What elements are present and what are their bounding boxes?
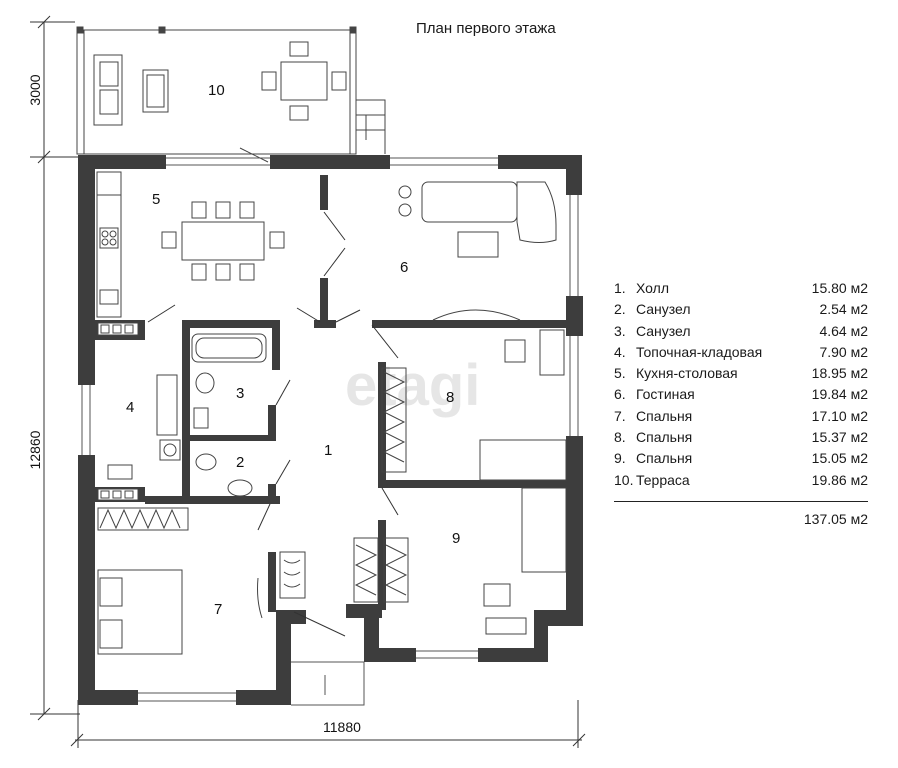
legend-num: 6. [614, 386, 626, 403]
legend-name: Кухня-столовая [636, 365, 738, 382]
legend-area: 17.10 м2 [811, 407, 868, 424]
legend-name: Санузел [636, 322, 691, 339]
legend-num: 4. [614, 343, 626, 360]
plan-title: План первого этажа [416, 20, 556, 37]
legend-num: 9. [614, 450, 626, 467]
room-number-2: 2 [236, 454, 244, 471]
legend-num: 10. [614, 471, 634, 488]
room-number-3: 3 [236, 385, 244, 402]
legend-name: Терраса [636, 471, 690, 488]
legend-name: Гостиная [636, 386, 695, 403]
room-number-7: 7 [214, 601, 222, 618]
room-area-legend: 1. Холл 15.80 м2 2. Санузел 2.54 м2 3. С… [614, 278, 868, 527]
windows [81, 157, 579, 706]
bedroom-8-furniture [381, 329, 567, 481]
legend-num: 3. [614, 322, 626, 339]
legend-name: Спальня [636, 450, 693, 467]
legend-row: 9. Спальня 15.05 м2 [614, 448, 868, 469]
legend-row: 6. Гостиная 19.84 м2 [614, 384, 868, 405]
room-number-9: 9 [452, 530, 460, 547]
legend-area: 15.80 м2 [811, 280, 868, 296]
legend-area: 4.64 м2 [819, 322, 868, 339]
legend-total: 137.05 м2 [803, 510, 868, 527]
terrace [76, 26, 386, 163]
legend-row: 10. Терраса 19.86 м2 [614, 470, 868, 491]
bedroom-9-furniture [353, 487, 567, 635]
room-number-10: 10 [208, 82, 225, 99]
legend-name: Топочная-кладовая [636, 343, 763, 360]
legend-divider [614, 500, 868, 502]
legend-num: 1. [614, 280, 626, 296]
kitchen-furniture [96, 171, 285, 336]
legend-area: 15.05 м2 [811, 450, 868, 467]
legend-area: 19.86 м2 [811, 471, 868, 488]
dim-depth: 12860 [27, 430, 43, 469]
legend-num: 2. [614, 301, 626, 318]
legend-num: 5. [614, 365, 626, 382]
watermark: etagi [345, 353, 480, 418]
room-number-5: 5 [152, 191, 160, 208]
legend-area: 19.84 м2 [811, 386, 868, 403]
room-number-8: 8 [446, 389, 454, 406]
legend-row: 4. Топочная-кладовая 7.90 м2 [614, 342, 868, 363]
legend-num: 7. [614, 407, 626, 424]
room-number-6: 6 [400, 259, 408, 276]
doors [147, 211, 399, 637]
living-furniture [398, 181, 557, 321]
legend-row: 1. Холл 15.80 м2 [614, 278, 868, 299]
room-number-1: 1 [324, 442, 332, 459]
legend-name: Спальня [636, 407, 693, 424]
legend-area: 15.37 м2 [811, 429, 868, 446]
legend-area: 18.95 м2 [811, 365, 868, 382]
bathroom-fixtures [97, 333, 267, 501]
dim-width: 11880 [323, 719, 361, 735]
legend-area: 2.54 м2 [819, 301, 868, 318]
legend-name: Холл [636, 280, 669, 296]
legend-area: 7.90 м2 [819, 343, 868, 360]
room-number-4: 4 [126, 399, 134, 416]
interior-walls [95, 175, 568, 612]
exterior-walls [78, 155, 583, 705]
legend-row: 7. Спальня 17.10 м2 [614, 406, 868, 427]
dim-terrace-depth: 3000 [27, 74, 43, 105]
room-labels: 1 2 3 4 5 6 7 8 9 10 [126, 82, 460, 618]
legend-row: 3. Санузел 4.64 м2 [614, 321, 868, 342]
legend-name: Спальня [636, 429, 693, 446]
legend-row: 5. Кухня-столовая 18.95 м2 [614, 363, 868, 384]
legend-num: 8. [614, 429, 626, 446]
legend-row: 2. Санузел 2.54 м2 [614, 299, 868, 320]
legend-name: Санузел [636, 301, 691, 318]
bedroom-7-furniture [97, 507, 306, 655]
dimension-lines [30, 15, 586, 748]
legend-row: 8. Спальня 15.37 м2 [614, 427, 868, 448]
